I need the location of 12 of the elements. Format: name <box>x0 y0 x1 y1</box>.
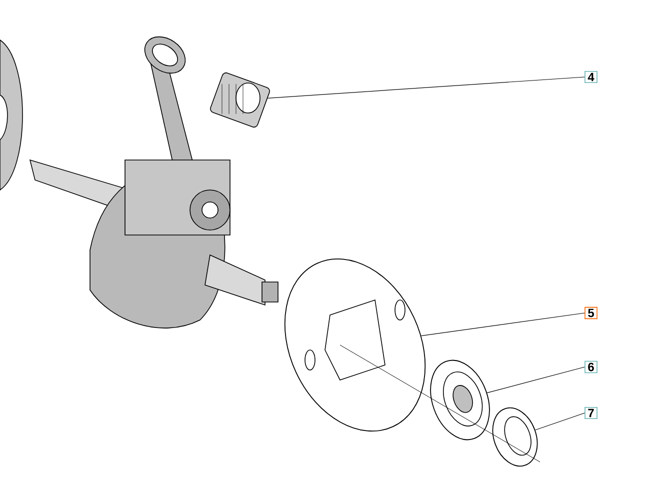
oil-seal-drawing <box>492 407 538 467</box>
leader-line <box>534 412 585 430</box>
leader-line <box>267 76 585 98</box>
callout-number: 7 <box>584 406 598 420</box>
clutch-drum-drawing <box>284 258 426 432</box>
callout-number: 6 <box>584 360 598 374</box>
needle-bearing-drawing <box>222 82 260 114</box>
callout-number: 4 <box>584 70 598 84</box>
leader-line <box>486 366 585 394</box>
ball-bearing-drawing <box>430 360 490 440</box>
leader-line <box>420 312 585 336</box>
callout-number: 5 <box>584 306 598 320</box>
